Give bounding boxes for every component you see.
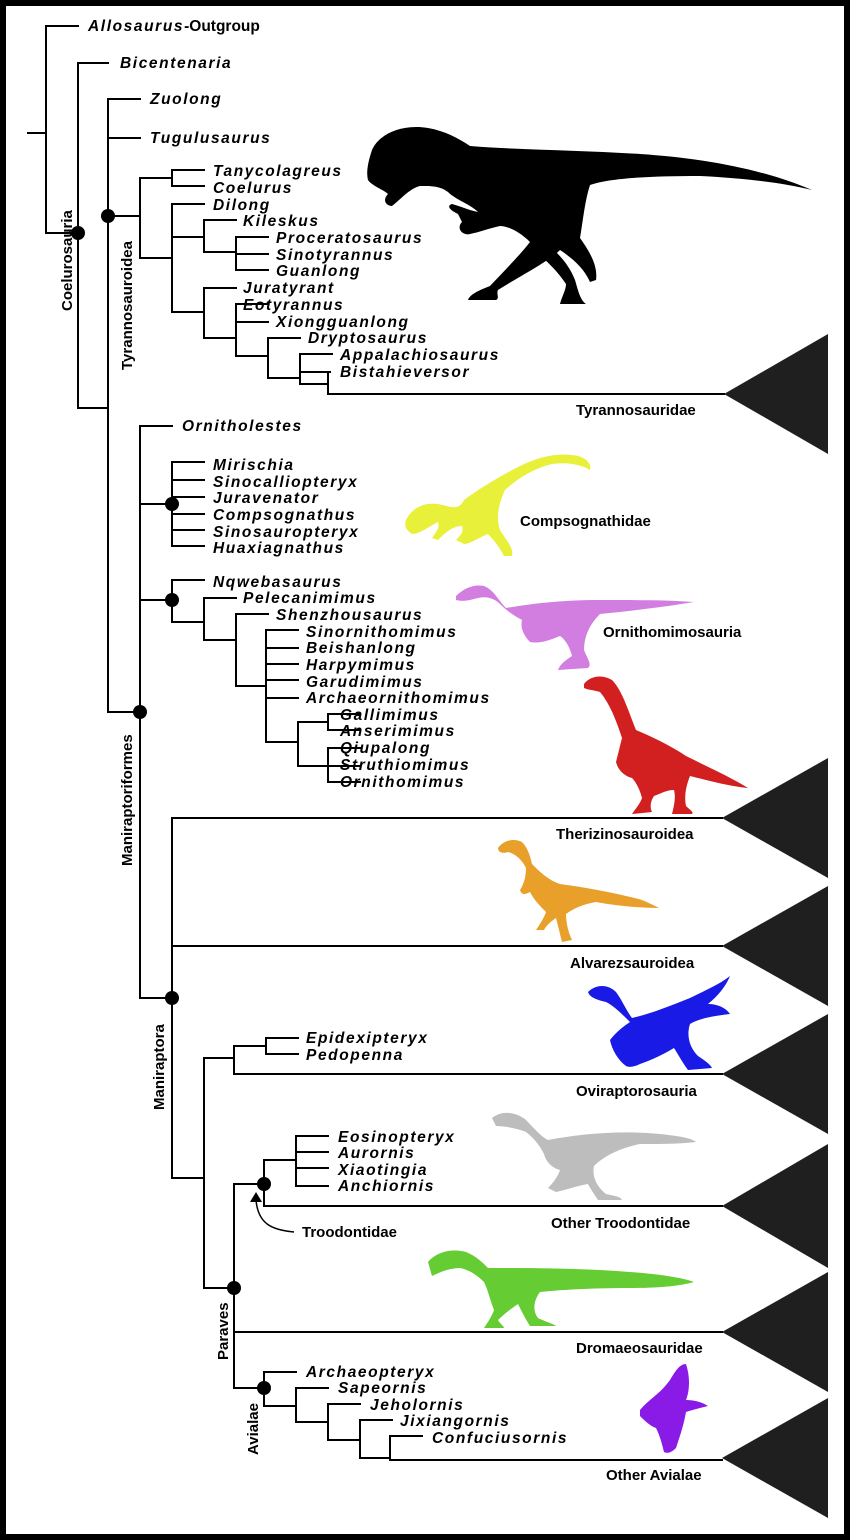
taxon-sinocalliopteryx: Sinocalliopteryx [213, 474, 358, 491]
ornithomimosaur-silhouette [456, 585, 694, 670]
taxon-mirischia: Mirischia [213, 457, 295, 474]
node-dot-compsognathidae [165, 497, 179, 511]
clade-label-oviraptorosauria: Oviraptorosauria [576, 1083, 698, 1100]
taxon-eosinopteryx: Eosinopteryx [338, 1129, 455, 1146]
taxon-harpymimus: Harpymimus [306, 657, 416, 674]
taxon-pedopenna: Pedopenna [306, 1047, 404, 1064]
clade-label-dromaeosauridae: Dromaeosauridae [576, 1340, 703, 1357]
clade-label-troodontidae: Troodontidae [302, 1224, 397, 1241]
clade-label-therizinosauroidea: Therizinosauroidea [556, 826, 694, 843]
clade-label-alvarezsauroidea: Alvarezsauroidea [570, 955, 695, 972]
node-label-maniraptora: Maniraptora [151, 1023, 168, 1110]
taxon-sinosauropteryx: Sinosauropteryx [213, 524, 359, 541]
taxon-archaeornithomimus: Archaeornithomimus [305, 690, 491, 707]
taxon-sinornithomimus: Sinornithomimus [306, 624, 457, 641]
taxon-pelecanimimus: Pelecanimimus [243, 590, 377, 607]
node-label-avialae: Avialae [245, 1403, 262, 1455]
taxon-compsognathus: Compsognathus [213, 507, 356, 524]
taxon-tanycolagreus: Tanycolagreus [213, 163, 343, 180]
clade-label-other-avialae: Other Avialae [606, 1467, 702, 1484]
taxon-ornithomimus: Ornithomimus [340, 774, 465, 791]
node-dot-paraves [227, 1281, 241, 1295]
wedge-tyrannosauridae [724, 334, 828, 454]
node-label-maniraptoriformes: Maniraptoriformes [119, 734, 136, 866]
taxon-beishanlong: Beishanlong [306, 640, 417, 657]
wedge-dromaeosauridae [722, 1272, 828, 1392]
clade-label-other-troodontidae: Other Troodontidae [551, 1215, 690, 1232]
node-label-paraves: Paraves [215, 1302, 232, 1360]
taxon-juravenator: Juravenator [213, 490, 319, 507]
node-dot-troodontidae [257, 1177, 271, 1191]
taxon-zuolong: Zuolong [149, 91, 222, 108]
wedge-other-avialae [722, 1398, 828, 1518]
node-label-coelurosauria: Coelurosauria [59, 209, 76, 311]
taxon-gallimimus: Gallimimus [340, 707, 440, 724]
taxon-struthiomimus: Struthiomimus [340, 757, 470, 774]
taxon-archaeopteryx: Archaeopteryx [305, 1364, 435, 1381]
therizinosaur-silhouette [498, 840, 660, 942]
troodontidae-pointer-arrow [250, 1192, 295, 1233]
compsognathid-silhouette [405, 454, 591, 556]
node-dot-maniraptoriformes [133, 705, 147, 719]
wedge-oviraptorosauria [722, 1014, 828, 1134]
node-dot-avialae [257, 1381, 271, 1395]
node-dot-tyrannosauroidea [101, 209, 115, 223]
node-dot-maniraptora [165, 991, 179, 1005]
taxon-confuciusornis: Confuciusornis [432, 1430, 568, 1447]
taxon-xiaotingia: Xiaotingia [337, 1162, 428, 1179]
taxon-tugulusaurus: Tugulusaurus [150, 130, 271, 147]
taxon-huaxiagnathus: Huaxiagnathus [213, 540, 345, 557]
taxon-guanlong: Guanlong [276, 263, 361, 280]
taxon-allosaurus-outgroup: Allosaurus-Outgroup [87, 18, 260, 35]
node-dot-ornithomimosauria [165, 593, 179, 607]
taxon-dryptosaurus: Dryptosaurus [308, 330, 428, 347]
taxon-coelurus: Coelurus [213, 180, 293, 197]
wedge-alvarezsauroidea [722, 886, 828, 1006]
taxon-epidexipteryx: Epidexipteryx [306, 1030, 428, 1047]
taxon-anchiornis: Anchiornis [337, 1178, 435, 1195]
taxon-kileskus: Kileskus [243, 213, 320, 230]
wedge-other-troodontidae [722, 1144, 828, 1268]
deinocheirid-silhouette [584, 676, 748, 814]
taxon-xiongguanlong: Xiongguanlong [275, 314, 410, 331]
taxon-bicentenaria: Bicentenaria [120, 55, 232, 72]
dromaeosaurid-silhouette [428, 1250, 694, 1328]
taxon-bistahieversor: Bistahieversor [340, 364, 470, 381]
node-label-tyrannosauroidea: Tyrannosauroidea [119, 240, 136, 370]
clade-label-ornithomimosauria: Ornithomimosauria [603, 624, 742, 641]
clade-label-tyrannosauridae: Tyrannosauridae [576, 402, 696, 419]
taxon-jeholornis: Jeholornis [370, 1397, 464, 1414]
taxon-eotyrannus: Eotyrannus [243, 297, 344, 314]
troodontid-silhouette [492, 1112, 696, 1200]
taxon-ornitholestes: Ornitholestes [182, 418, 303, 435]
taxon-appalachiosaurus: Appalachiosaurus [339, 347, 500, 364]
taxon-proceratosaurus: Proceratosaurus [276, 230, 423, 247]
node-dot-coelurosauria [71, 226, 85, 240]
taxon-nqwebasaurus: Nqwebasaurus [213, 574, 342, 591]
taxon-qiupalong: Qiupalong [340, 740, 431, 757]
taxon-dilong: Dilong [213, 197, 271, 214]
taxon-shenzhousaurus: Shenzhousaurus [276, 607, 423, 624]
taxon-anserimimus: Anserimimus [339, 723, 456, 740]
taxon-sapeornis: Sapeornis [338, 1380, 427, 1397]
taxon-aurornis: Aurornis [337, 1145, 415, 1162]
taxon-juratyrant: Juratyrant [243, 280, 335, 297]
tyrannosaur-silhouette [367, 126, 812, 304]
oviraptorosaur-silhouette [588, 976, 730, 1070]
taxon-garudimimus: Garudimimus [306, 674, 424, 691]
avialan-silhouette [640, 1364, 708, 1453]
taxon-jixiangornis: Jixiangornis [400, 1413, 511, 1430]
clade-label-compsognathidae: Compsognathidae [520, 513, 651, 530]
taxon-sinotyrannus: Sinotyrannus [276, 247, 394, 264]
wedge-therizinosauroidea [722, 758, 828, 878]
